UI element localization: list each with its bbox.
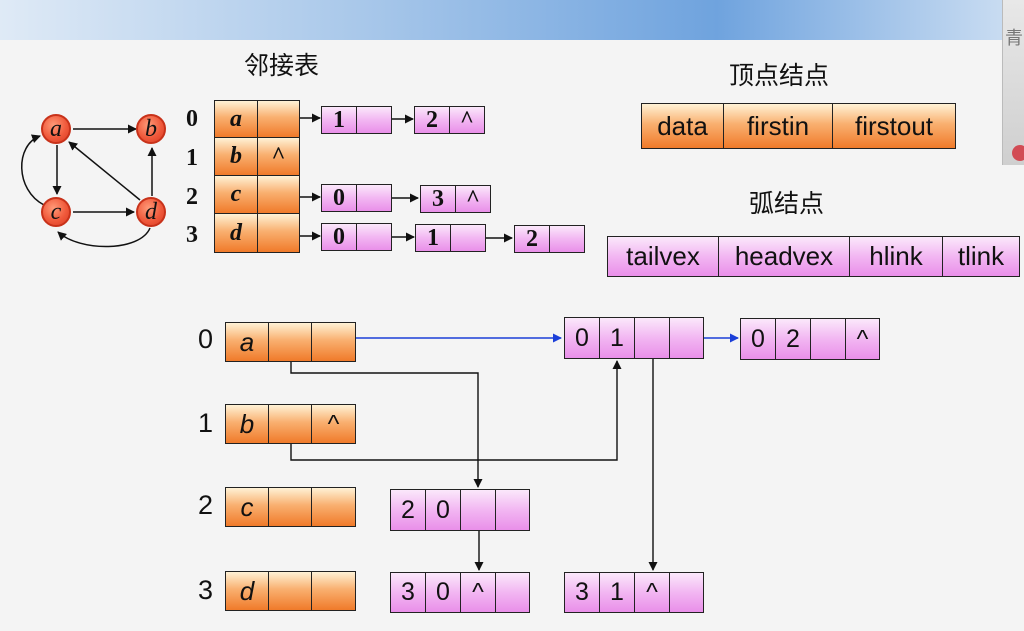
ortho-vertex-firstout <box>311 571 356 611</box>
arc-field-tailvex: tailvex <box>607 236 719 277</box>
adj-edge-next <box>356 106 392 134</box>
ortho-vertex-firstin <box>268 487 312 527</box>
ortho-vertex-firstin <box>268 571 312 611</box>
arc-tailvex: 3 <box>564 572 600 613</box>
arc-hlink-null: ^ <box>634 572 670 613</box>
adj-edge-vertex: 0 <box>321 223 357 251</box>
adj-edge-null: ^ <box>455 185 491 213</box>
ortho-index: 1 <box>198 408 214 438</box>
side-thumbnail-avatar <box>1012 145 1024 161</box>
ortho-vertex-data: b <box>225 404 269 444</box>
ortho-index: 3 <box>198 575 214 605</box>
adjacency-list-title: 邻接表 <box>244 51 320 80</box>
arc-tlink <box>495 489 530 531</box>
arc-field-hlink: hlink <box>849 236 943 277</box>
ortho-index: 0 <box>198 324 214 354</box>
arc-hlink <box>460 489 496 531</box>
vertex-node-title: 顶点结点 <box>729 61 830 90</box>
arc-field-tlink: tlink <box>942 236 1020 277</box>
adj-pointer-cell <box>257 100 300 138</box>
thumbnail-char: 青 <box>1005 28 1023 49</box>
ortho-vertex-data: c <box>225 487 269 527</box>
arc-hlink <box>634 317 670 359</box>
arc-tlink <box>669 572 704 613</box>
arc-headvex: 1 <box>599 317 635 359</box>
graph-vertex-b: b <box>136 114 166 144</box>
arc-headvex: 0 <box>425 489 461 531</box>
arc-tailvex: 0 <box>740 318 776 360</box>
arc-tailvex: 3 <box>390 572 426 613</box>
arc-tailvex: 0 <box>564 317 600 359</box>
adj-pointer-cell <box>257 213 300 253</box>
ortho-vertex-firstout <box>311 487 356 527</box>
adj-edge-vertex: 3 <box>420 185 456 213</box>
graph-vertex-c: c <box>41 197 71 227</box>
adj-null-cell: ^ <box>257 137 300 176</box>
adj-vertex-cell: a <box>214 100 258 138</box>
adj-edge-vertex: 2 <box>514 225 550 253</box>
adj-edge-vertex: 1 <box>415 224 451 252</box>
adj-index: 0 <box>186 106 198 132</box>
adj-edge-null: ^ <box>449 106 485 134</box>
ortho-vertex-firstout <box>311 322 356 362</box>
arc-headvex: 1 <box>599 572 635 613</box>
adj-edge-next <box>450 224 486 252</box>
arc-tailvex: 2 <box>390 489 426 531</box>
adj-vertex-cell: c <box>214 175 258 214</box>
arc-hlink-null: ^ <box>460 572 496 613</box>
adj-pointer-cell <box>257 175 300 214</box>
ortho-vertex-data: d <box>225 571 269 611</box>
edge-d-c <box>57 227 151 248</box>
arc-headvex: 2 <box>775 318 811 360</box>
arc-node-title: 弧结点 <box>749 189 825 218</box>
edge-d-a <box>68 141 141 201</box>
adj-edge-vertex: 1 <box>321 106 357 134</box>
adj-index: 3 <box>186 222 198 248</box>
ortho-vertex-firstin <box>268 404 312 444</box>
ortho-vertex-firstout-null: ^ <box>311 404 356 444</box>
adj-index: 1 <box>186 145 198 171</box>
adj-edge-next <box>549 225 585 253</box>
arc-headvex: 0 <box>425 572 461 613</box>
graph-vertex-d: d <box>136 197 166 227</box>
arc-tlink-null: ^ <box>845 318 880 360</box>
ortho-vertex-firstin <box>268 322 312 362</box>
vertex-field-firstin: firstin <box>723 103 833 149</box>
adj-index: 2 <box>186 184 198 210</box>
adj-edge-next <box>356 223 392 251</box>
window-title-bar <box>0 0 1024 40</box>
side-thumbnail[interactable]: 青 <box>1002 0 1024 165</box>
adj-vertex-cell: d <box>214 213 258 253</box>
ortho-vertex-data: a <box>225 322 269 362</box>
graph-vertex-a: a <box>41 114 71 144</box>
arc-field-headvex: headvex <box>718 236 850 277</box>
ortho-index: 2 <box>198 490 214 520</box>
vertex-field-data: data <box>641 103 724 149</box>
adj-vertex-cell: b <box>214 137 258 176</box>
arc-tlink <box>495 572 530 613</box>
vertex-field-firstout: firstout <box>832 103 956 149</box>
adj-edge-vertex: 0 <box>321 184 357 212</box>
adj-edge-next <box>356 184 392 212</box>
arc-hlink <box>810 318 846 360</box>
edge-c-a <box>21 134 45 206</box>
arc-tlink <box>669 317 704 359</box>
adj-edge-vertex: 2 <box>414 106 450 134</box>
